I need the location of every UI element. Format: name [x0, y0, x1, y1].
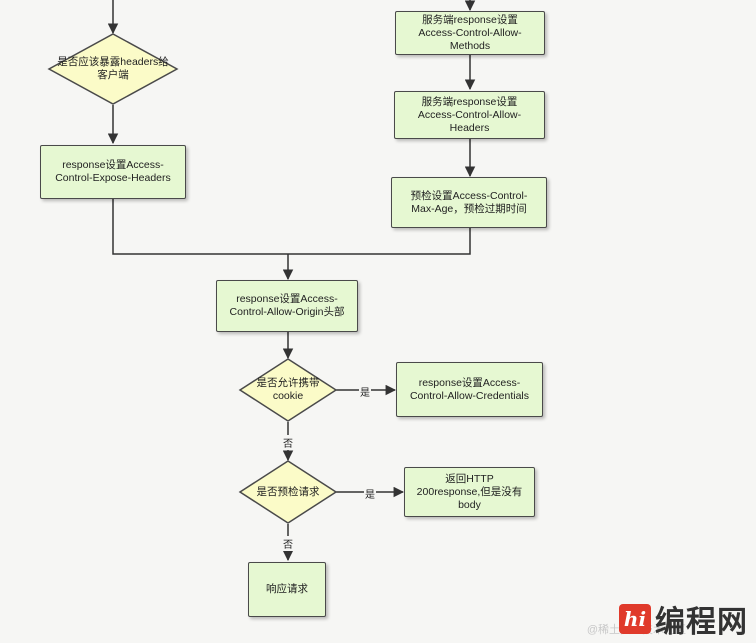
cookie-yes-label: 是: [359, 384, 371, 399]
allow-headers-box: 服务端response设置 Access-Control-Allow- Head…: [394, 91, 545, 139]
allow-origin-label: response设置Access- Control-Allow-Origin头部: [229, 293, 345, 318]
allow-methods-box: 服务端response设置 Access-Control-Allow- Meth…: [395, 11, 545, 55]
allow-credentials-box: response设置Access- Control-Allow-Credenti…: [396, 362, 543, 417]
allow-credentials-label: response设置Access- Control-Allow-Credenti…: [409, 376, 530, 402]
respond-label: 响应请求: [266, 583, 308, 595]
allow-origin-box: response设置Access- Control-Allow-Origin头部: [216, 280, 358, 332]
allow-methods-label: 服务端response设置 Access-Control-Allow- Meth…: [418, 13, 522, 52]
return-200-box: 返回HTTP 200response,但是没有 body: [404, 467, 535, 517]
edge-expose-merge: [112, 199, 288, 255]
allow-headers-label: 服务端response设置 Access-Control-Allow- Head…: [417, 95, 522, 134]
watermark: hi 编程网: [619, 597, 748, 641]
return-200-label: 返回HTTP 200response,但是没有 body: [416, 472, 523, 511]
preflight-no-label: 否: [282, 536, 294, 551]
expose-headers-box: response设置Access- Control-Expose-Headers: [40, 145, 186, 199]
expose-decision-diamond: [47, 33, 179, 105]
cookie-no-label: 否: [282, 435, 294, 450]
edge-maxage-merge: [288, 228, 471, 255]
respond-box: 响应请求: [248, 562, 326, 617]
watermark-brand: 编程网: [655, 605, 748, 640]
expose-decision: 是否应该暴露headers给 客户端: [57, 56, 169, 81]
preflight-decision: 是否预检请求: [256, 485, 320, 498]
cookie-decision-diamond: [238, 358, 338, 422]
max-age-box: 预检设置Access-Control- Max-Age，预检过期时间: [391, 177, 547, 228]
cookie-decision: 是否允许携带 cookie: [256, 377, 320, 402]
watermark-logo-icon: hi: [619, 604, 651, 634]
max-age-label: 预检设置Access-Control- Max-Age，预检过期时间: [410, 189, 528, 215]
expose-headers-label: response设置Access- Control-Expose-Headers: [55, 159, 171, 184]
preflight-yes-label: 是: [364, 486, 376, 501]
preflight-decision-diamond: [238, 460, 338, 524]
